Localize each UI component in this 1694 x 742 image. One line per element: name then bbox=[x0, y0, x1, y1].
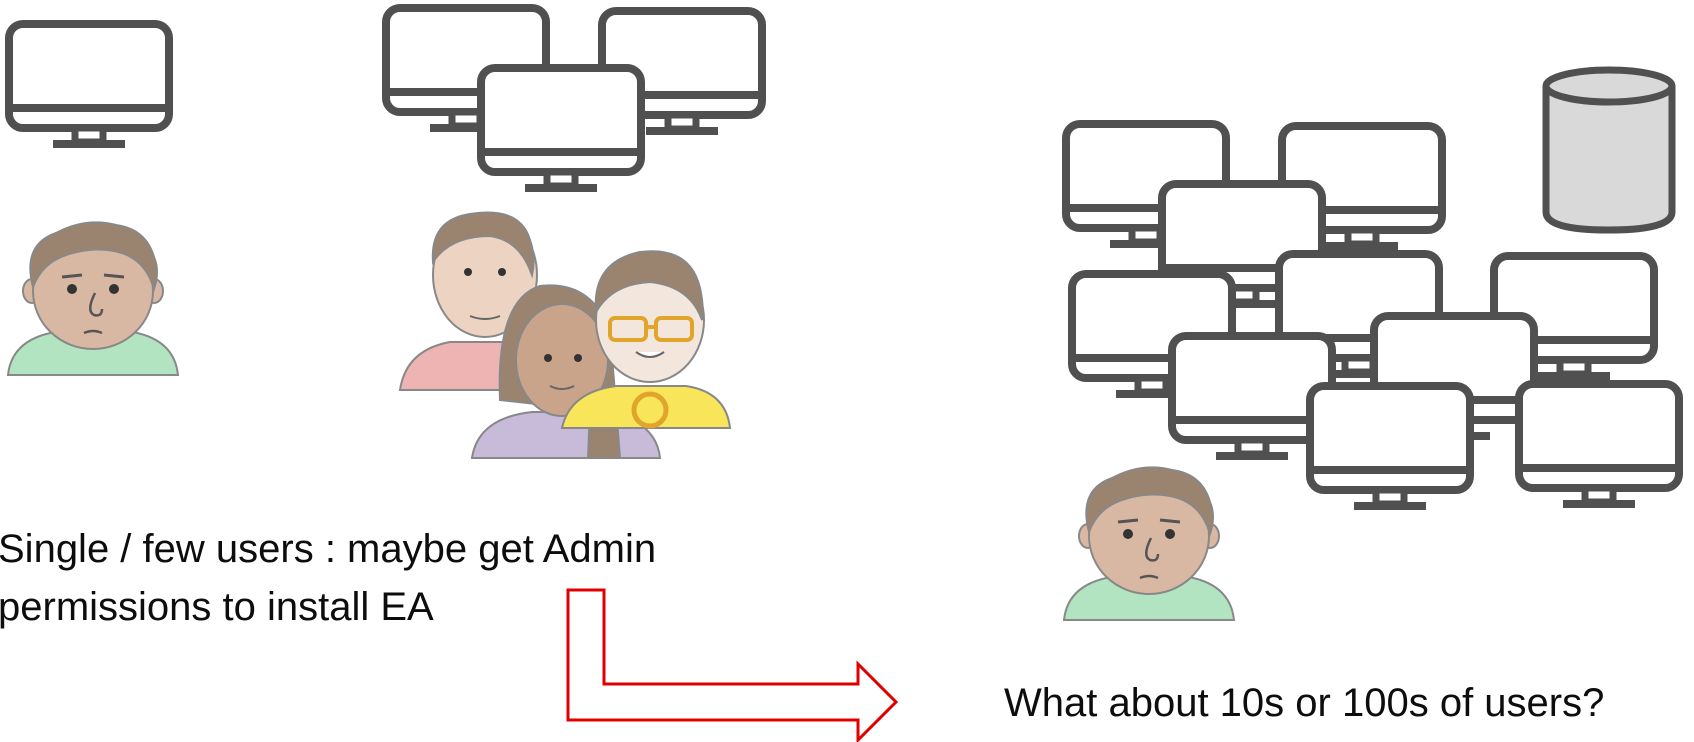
user-avatar-yellow bbox=[560, 250, 732, 429]
monitor-icon bbox=[481, 68, 641, 188]
monitor-icon bbox=[1310, 386, 1470, 506]
left-caption: Single / few users : maybe get Admin per… bbox=[0, 520, 656, 636]
database-icon bbox=[1542, 66, 1676, 234]
user-avatar bbox=[6, 220, 180, 377]
monitor-icon bbox=[9, 24, 169, 144]
user-avatar bbox=[1062, 465, 1236, 622]
left-caption-line1: Single / few users : maybe get Admin bbox=[0, 527, 657, 571]
elbow-arrow bbox=[566, 588, 899, 742]
right-caption: What about 10s or 100s of users? bbox=[1004, 681, 1605, 725]
left-caption-line2: permissions to install EA bbox=[0, 585, 434, 629]
monitor-icon bbox=[1519, 384, 1679, 504]
